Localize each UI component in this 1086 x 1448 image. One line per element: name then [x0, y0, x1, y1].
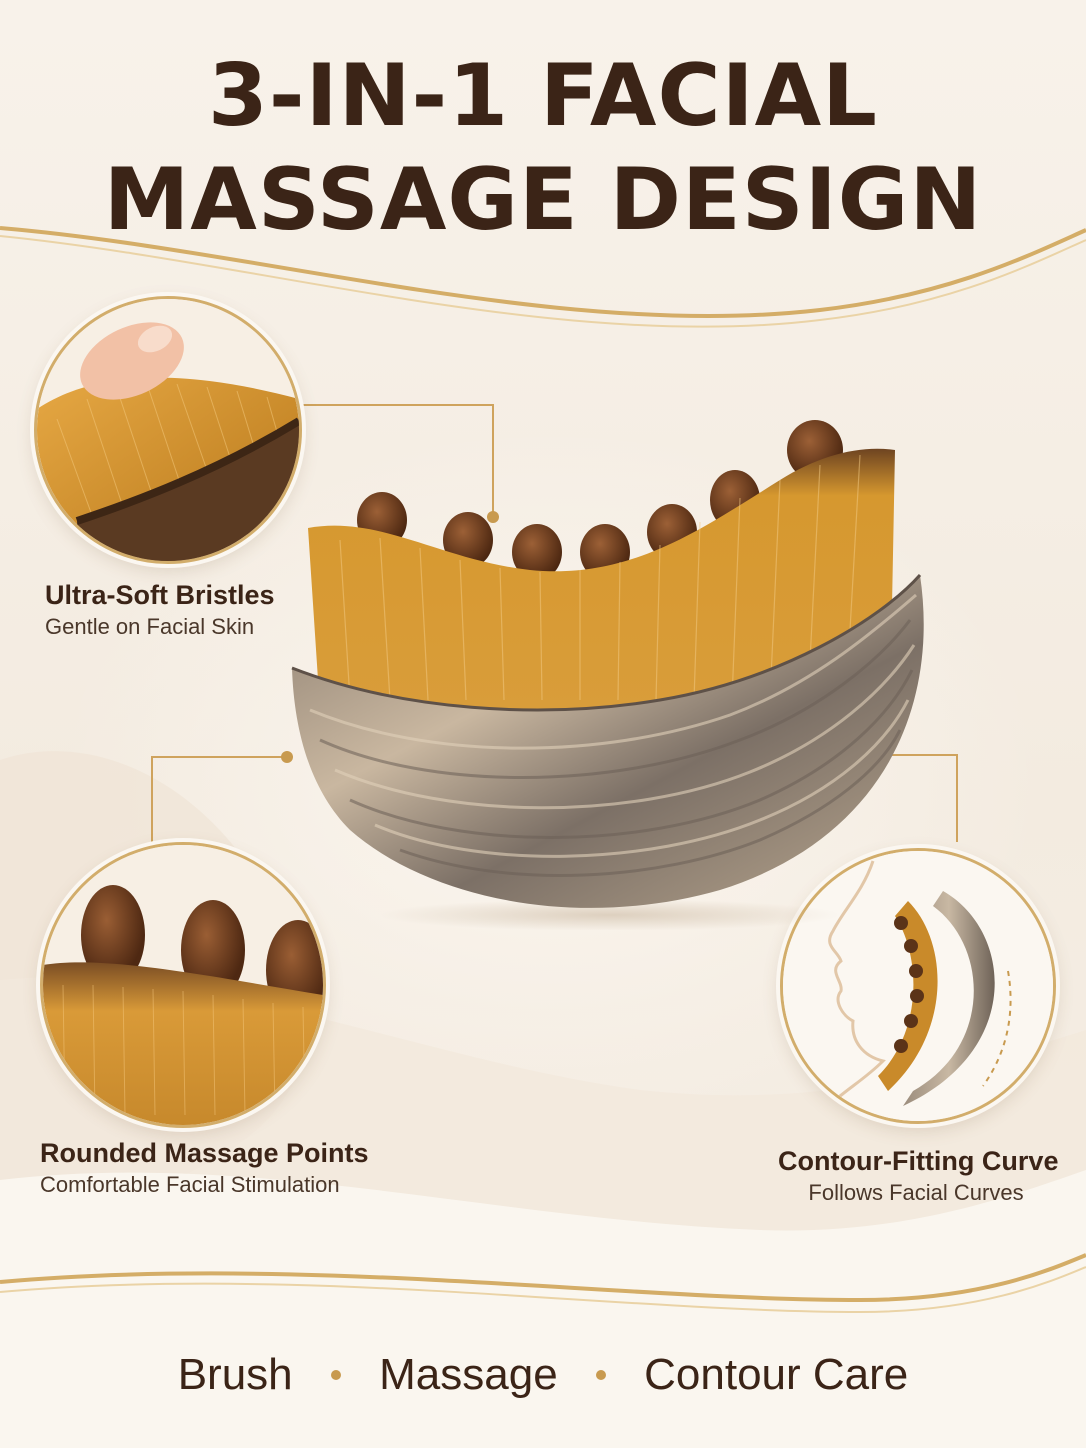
feature-bristles: Ultra-Soft Bristles Gentle on Facial Ski… — [45, 578, 275, 642]
feature-bristles-subtext: Gentle on Facial Skin — [45, 614, 255, 639]
footer-tagline: Brush Massage Contour Care — [0, 1345, 1086, 1403]
bullet-dot — [595, 1370, 606, 1381]
footer-item-contour-care: Contour Care — [644, 1350, 909, 1400]
feature-massage-points-subtext: Comfortable Facial Stimulation — [40, 1172, 340, 1197]
bristles-closeup-image — [34, 296, 302, 564]
title-line-1: 3-IN-1 FACIAL — [208, 46, 878, 146]
feature-massage-points: Rounded Massage Points Comfortable Facia… — [40, 1136, 369, 1200]
feature-massage-points-heading: Rounded Massage Points — [40, 1138, 369, 1168]
feature-contour-curve: Contour-Fitting Curve Follows Facial Cur… — [778, 1144, 1059, 1208]
feature-bristles-heading: Ultra-Soft Bristles — [45, 580, 275, 610]
footer-item-massage: Massage — [379, 1350, 558, 1400]
massage-points-closeup-image — [40, 842, 326, 1128]
bullet-dot — [330, 1370, 341, 1381]
contour-fitting-image — [780, 848, 1056, 1124]
footer-item-brush: Brush — [177, 1350, 293, 1400]
feature-contour-curve-heading: Contour-Fitting Curve — [778, 1146, 1059, 1176]
title-line-2: MASSAGE DESIGN — [103, 150, 983, 250]
page-title: 3-IN-1 FACIAL MASSAGE DESIGN — [0, 44, 1086, 252]
product-brush-image — [291, 420, 924, 930]
feature-contour-curve-subtext: Follows Facial Curves — [808, 1180, 1024, 1205]
